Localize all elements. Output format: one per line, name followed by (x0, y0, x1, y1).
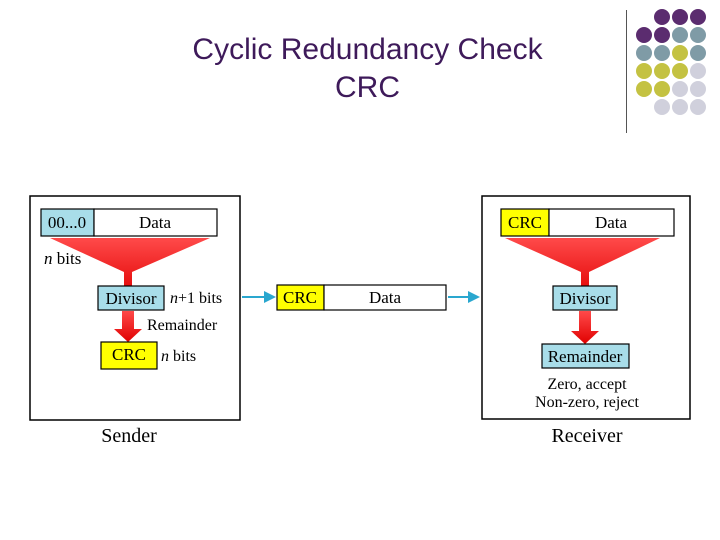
decorative-dot (654, 27, 670, 43)
transmitted-data-box (323, 284, 447, 311)
sender-divisor-label: Divisor (106, 289, 157, 308)
decorative-dot (654, 9, 670, 25)
decorative-dot (636, 45, 652, 61)
sender-remainder-label: Remainder (147, 317, 218, 334)
decorative-dot (672, 45, 688, 61)
decorative-dot (672, 27, 688, 43)
sender-panel: 00...0 Data n bits Divisor n+1 bits Rema… (29, 195, 241, 421)
decorative-dot (672, 81, 688, 97)
receiver-crc-label: CRC (508, 213, 542, 232)
title-divider-line (626, 10, 627, 133)
decorative-dot (654, 81, 670, 97)
sender-data-box (93, 208, 218, 237)
decorative-dot (690, 27, 706, 43)
receiver-crc-box (500, 208, 550, 237)
receiver-divisor-box (552, 285, 618, 311)
receiver-remainder-label: Remainder (548, 347, 623, 366)
decorative-dot (654, 99, 670, 115)
sender-divisor-box (97, 285, 165, 311)
sender-zeros-label: 00...0 (48, 213, 86, 232)
transmitted-data-label: Data (369, 288, 402, 307)
decorative-dot (636, 27, 652, 43)
sender-crc-bits-text: n bits (161, 348, 196, 365)
receiver-data-label: Data (595, 213, 628, 232)
slide-title-line-1: Cyclic Redundancy Check (192, 33, 543, 66)
receiver-remainder-box (541, 343, 630, 369)
decorative-dot (636, 81, 652, 97)
sender-data-label: Data (139, 213, 172, 232)
slide-title-line-2: CRC (335, 71, 400, 104)
decorative-dot (672, 9, 688, 25)
sender-remainder-arrow (114, 311, 142, 342)
transmitted-crc-label: CRC (283, 288, 317, 307)
sender-crc-label: CRC (112, 345, 146, 364)
decorative-dot (690, 45, 706, 61)
decorative-dot (636, 63, 652, 79)
decorative-dot (654, 45, 670, 61)
receiver-funnel-arrow (505, 238, 660, 299)
sender-divisor-bits-text: n+1 bits (170, 290, 222, 307)
decorative-dot (672, 63, 688, 79)
sender-crc-box (100, 341, 158, 370)
sender-n-bits-text: n bits (44, 249, 81, 268)
transmit-arrow-right-head (468, 291, 480, 303)
decorative-dot (690, 63, 706, 79)
receiver-data-box (548, 208, 675, 237)
receiver-caption: Receiver (551, 425, 622, 447)
decorative-dot (672, 99, 688, 115)
decorative-dot (690, 81, 706, 97)
decorative-dot (690, 9, 706, 25)
decorative-dot (690, 99, 706, 115)
receiver-result-accept: Zero, accept (547, 376, 627, 393)
receiver-panel: CRC Data Divisor Remainder Zero, accept … (481, 195, 691, 420)
transmission-channel: CRC Data (242, 284, 480, 311)
sender-zeros-box (40, 208, 95, 237)
decorative-dot (654, 63, 670, 79)
sender-caption: Sender (101, 425, 157, 447)
receiver-result-reject: Non-zero, reject (535, 394, 639, 411)
receiver-divisor-label: Divisor (560, 289, 611, 308)
sender-funnel-arrow (50, 238, 210, 299)
receiver-remainder-arrow (571, 311, 599, 344)
transmit-arrow-left-head (264, 291, 276, 303)
